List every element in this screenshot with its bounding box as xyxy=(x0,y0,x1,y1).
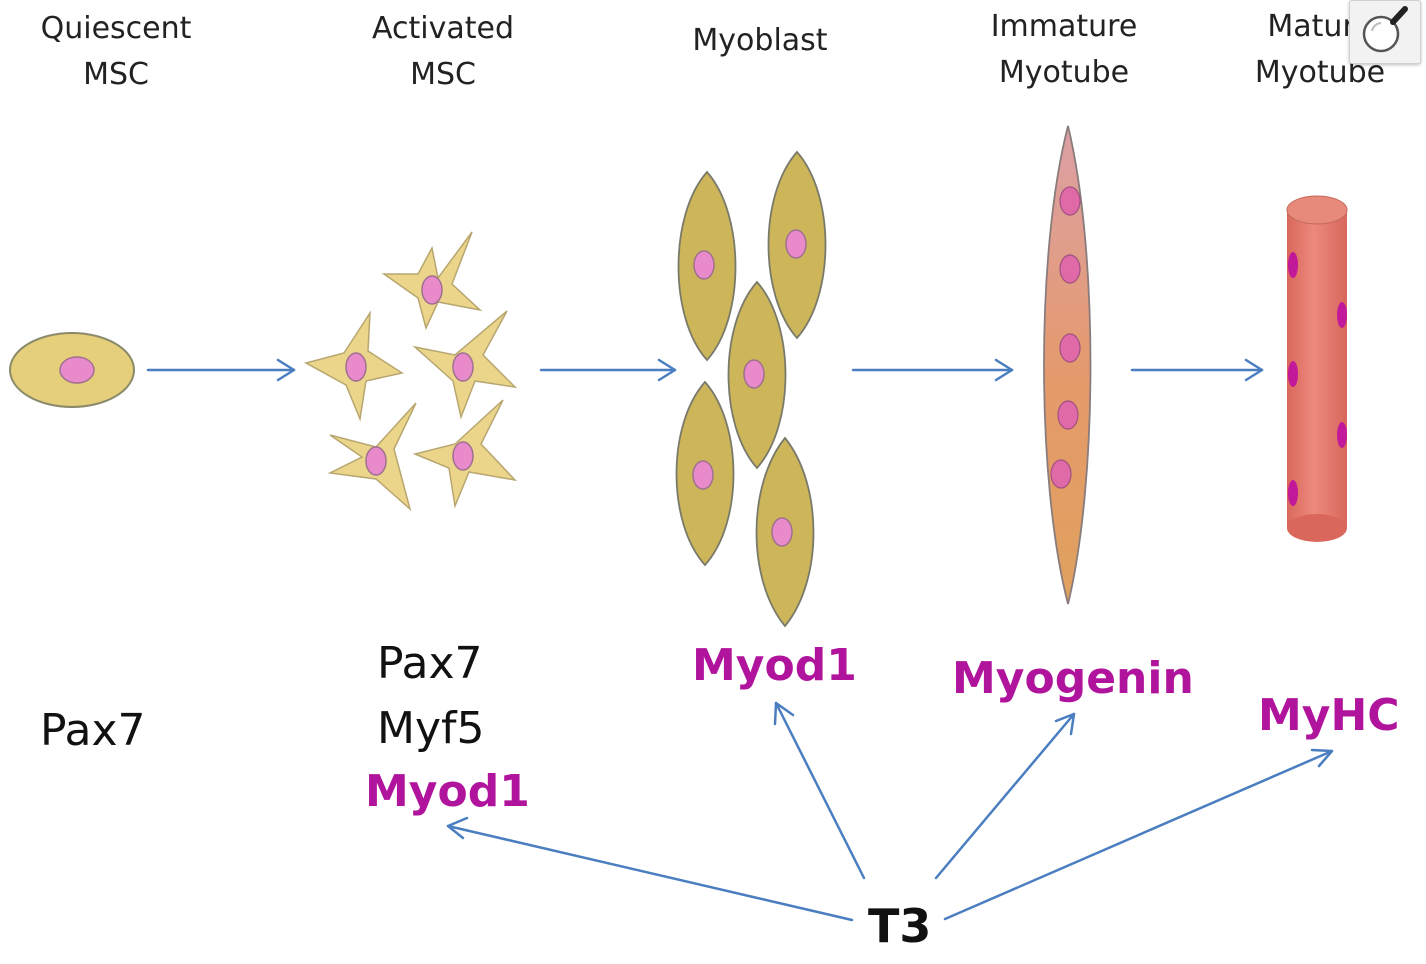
quiescent-cell-nucleus xyxy=(59,356,95,384)
magnifier-icon xyxy=(1362,6,1408,53)
stage-label-activated-line2: MSC xyxy=(410,57,476,92)
marker-labels: Pax7 Pax7 Myf5 Myod1 Myod1 Myogenin MyHC xyxy=(40,638,1400,817)
marker-activated-myod1: Myod1 xyxy=(365,766,530,817)
t3-arrows xyxy=(446,701,1334,922)
activated-cell xyxy=(412,310,518,420)
quiescent-msc-cell xyxy=(9,332,135,408)
myoblast-cell xyxy=(767,150,827,340)
zoom-button[interactable] xyxy=(1349,0,1421,64)
progression-arrow xyxy=(539,358,677,382)
stage-label-quiescent-line1: Quiescent xyxy=(41,11,192,46)
t3-arrow-to-myogenin xyxy=(934,712,1076,880)
activated-cell xyxy=(412,399,518,509)
marker-myoblast-myod1: Myod1 xyxy=(692,640,857,691)
t3-arrow-to-myoblast-myod1 xyxy=(773,701,866,880)
myoblast-cells xyxy=(675,150,827,628)
myoblast-cell xyxy=(755,436,815,628)
stage-label-immature-line2: Myotube xyxy=(999,55,1129,90)
myoblast-cell xyxy=(677,170,737,362)
t3-arrow-to-activated-myod1 xyxy=(446,816,854,922)
progression-arrow xyxy=(851,358,1014,382)
marker-activated-myf5: Myf5 xyxy=(377,703,485,754)
progression-arrows xyxy=(146,358,1264,382)
marker-activated-pax7: Pax7 xyxy=(377,638,483,689)
stage-label-quiescent-line2: MSC xyxy=(83,57,149,92)
progression-arrow xyxy=(146,358,296,382)
immature-myotube xyxy=(1043,125,1092,605)
stage-label-myoblast: Myoblast xyxy=(692,23,827,58)
activated-cell xyxy=(327,402,417,512)
myoblast-cell xyxy=(675,380,735,567)
activated-msc-cells xyxy=(303,231,518,512)
marker-quiescent-pax7: Pax7 xyxy=(40,705,146,756)
activated-cell xyxy=(381,231,483,331)
progression-arrow xyxy=(1130,358,1264,382)
stage-label-immature-line1: Immature xyxy=(991,9,1138,44)
myoblast-cell xyxy=(727,280,787,470)
activated-cell xyxy=(303,310,404,422)
t3-arrow-to-myhc xyxy=(943,748,1334,921)
stage-labels: Quiescent MSC Activated MSC Myoblast Imm… xyxy=(41,9,1386,92)
t3-label: T3 xyxy=(868,899,931,953)
stage-label-activated-line1: Activated xyxy=(372,11,514,46)
marker-immature-myogenin: Myogenin xyxy=(952,653,1194,704)
mature-myotube xyxy=(1286,195,1348,542)
marker-mature-myhc: MyHC xyxy=(1258,690,1400,741)
